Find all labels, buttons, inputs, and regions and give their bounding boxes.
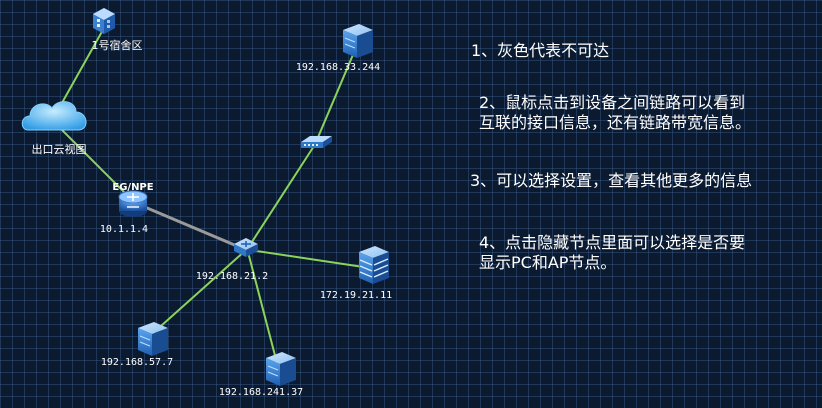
server-stack-icon[interactable] <box>359 246 389 284</box>
link-dorm-cloud[interactable] <box>57 27 105 111</box>
node-label-egress[interactable]: 10.1.1.4 <box>99 224 149 235</box>
building-icon[interactable] <box>93 8 115 34</box>
node-label-cloud[interactable]: 出口云视图 <box>31 143 87 156</box>
links <box>57 27 371 368</box>
link-cloud-egress[interactable] <box>57 125 133 201</box>
link-core-server172[interactable] <box>249 249 371 269</box>
node-label-core[interactable]: 192.168.21.2 <box>195 271 269 282</box>
cloud-icon[interactable] <box>21 101 87 131</box>
link-core-server241[interactable] <box>247 251 279 368</box>
node-label-server-33[interactable]: 192.168.33.244 <box>295 62 381 73</box>
note-2: 2、鼠标点击到设备之间链路可以看到 互联的接口信息，还有链路带宽信息。 <box>479 93 752 132</box>
link-egress-core[interactable] <box>139 203 245 251</box>
router-icon[interactable] <box>118 190 148 217</box>
node-label-server-241[interactable]: 192.168.241.37 <box>218 387 304 398</box>
access-switch-icon[interactable] <box>301 136 332 148</box>
server-icon[interactable] <box>138 322 168 356</box>
node-label-dorm[interactable]: 1号宿舍区 <box>91 39 143 52</box>
link-switch-server33[interactable] <box>315 49 356 143</box>
note-4: 4、点击隐藏节点里面可以选择是否要 显示PC和AP节点。 <box>479 233 746 272</box>
server-icon[interactable] <box>343 24 373 58</box>
core-switch-icon[interactable] <box>234 238 258 257</box>
node-label-server-57[interactable]: 192.168.57.7 <box>100 357 174 368</box>
egress-badge: EG/NPE <box>112 182 153 193</box>
server-icon[interactable] <box>266 352 296 386</box>
link-core-switch[interactable] <box>247 145 315 249</box>
note-1: 1、灰色代表不可达 <box>471 41 610 60</box>
note-3: 3、可以选择设置，查看其他更多的信息 <box>470 171 753 190</box>
link-core-server57[interactable] <box>151 249 247 335</box>
node-label-server-172[interactable]: 172.19.21.11 <box>319 290 393 301</box>
